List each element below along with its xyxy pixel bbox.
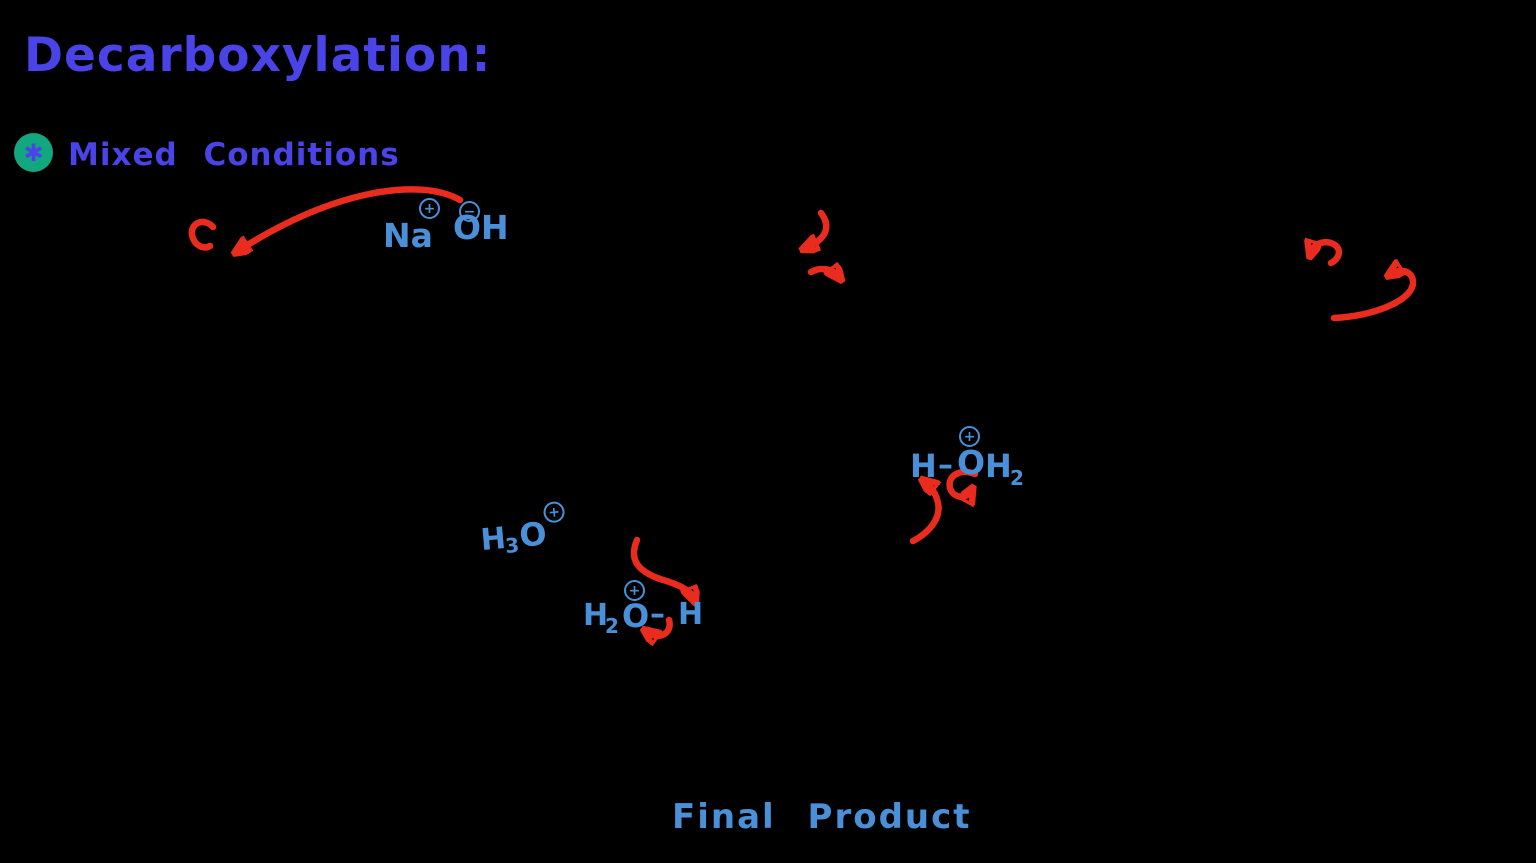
hoh2-subscript: 2 — [1010, 466, 1024, 490]
hydroxide-label: OH — [453, 208, 509, 247]
h2oh-bond-dash: – — [650, 597, 665, 632]
hoh2-o-label: O — [957, 443, 986, 482]
sodium-label: Na — [383, 216, 433, 255]
page-title: Decarboxylation: — [24, 28, 492, 83]
species-protonated-water-right: + H – O H 2 — [906, 424, 1036, 490]
asterisk-icon: ✱ — [14, 133, 53, 172]
protonation-arrow-to-h — [630, 536, 694, 599]
hoh2-h2-label: H — [985, 447, 1012, 485]
h2oh-subscript: 2 — [605, 614, 619, 638]
right-sweep-arrow — [1330, 271, 1417, 322]
hydroxide-attack-arrow — [238, 186, 464, 251]
plus-charge-icon: + — [959, 426, 980, 447]
hoh2-h-label: H — [910, 447, 937, 485]
h2oh-h-label: H — [583, 598, 609, 633]
species-naoh: + − Na OH — [383, 196, 523, 254]
plus-charge-icon: + — [419, 198, 440, 219]
h3o-o-label: O — [517, 514, 549, 555]
asterisk-glyph: ✱ — [23, 138, 44, 167]
h2oh-h2-label: H — [678, 597, 704, 632]
h3o-subscript: 3 — [504, 532, 521, 558]
plus-charge-icon: + — [542, 500, 566, 524]
hoh2-bond-dash: – — [938, 448, 953, 483]
left-curl-stroke — [188, 218, 217, 251]
h3o-h-label: H — [479, 521, 508, 559]
h2oh-o-label: O — [622, 597, 650, 635]
mid-electron-push-arrow — [806, 209, 830, 248]
species-protonated-water-left: + H 2 O – H — [582, 578, 712, 640]
hoh2-deprotonation-arrow — [909, 482, 942, 545]
h2oh-lone-pair-hook-arrow — [647, 616, 673, 636]
hoh2-lone-pair-curl-arrow — [946, 468, 979, 497]
right-curl-arrow — [1311, 242, 1343, 267]
plus-charge-icon: + — [624, 580, 645, 601]
final-product-label: Final Product — [672, 797, 972, 837]
note-mixed-conditions: Mixed Conditions — [68, 137, 400, 173]
species-hydronium: + H 3 O — [476, 498, 581, 563]
mid-small-squiggle-arrow — [807, 269, 839, 277]
minus-charge-icon: − — [459, 201, 480, 222]
